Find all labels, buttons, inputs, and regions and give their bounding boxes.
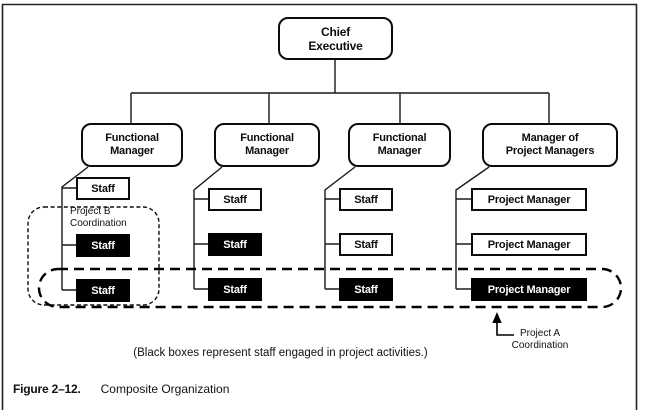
figure-caption: Figure 2–12. Composite Organization <box>13 382 229 396</box>
diagram-frame-border <box>1 3 638 410</box>
org-box-functional-manager-3: Functional Manager <box>348 123 451 167</box>
project-a-coordination-label: Project A Coordination <box>511 328 569 351</box>
org-box-staff: Staff <box>76 177 130 200</box>
column3-connector-lines <box>324 166 356 290</box>
org-box-staff: Staff <box>339 188 393 211</box>
org-box-project-manager: Project Manager <box>471 188 587 211</box>
column2-connector-lines <box>193 166 223 290</box>
column1-connector-lines <box>61 166 89 291</box>
org-box-project-manager: Project Manager <box>471 278 587 301</box>
org-box-staff: Staff <box>208 188 262 211</box>
figure-title: Composite Organization <box>100 382 230 396</box>
org-box-chief-executive: Chief Executive <box>278 17 393 60</box>
org-box-functional-manager-2: Functional Manager <box>214 123 320 167</box>
org-box-manager-of-project-managers: Manager of Project Managers <box>482 123 618 167</box>
org-box-staff: Staff <box>339 278 393 301</box>
org-box-staff: Staff <box>208 233 262 256</box>
org-box-staff: Staff <box>76 279 130 302</box>
project-a-pointer-line <box>496 322 514 336</box>
org-box-staff: Staff <box>76 234 130 257</box>
up-arrowhead-icon <box>492 312 502 323</box>
project-b-coordination-label: Project B Coordination <box>70 206 127 229</box>
hierarchy-connector-lines <box>130 60 550 123</box>
org-box-functional-manager-1: Functional Manager <box>81 123 183 167</box>
project-b-boundary <box>27 206 160 306</box>
org-box-project-manager: Project Manager <box>471 233 587 256</box>
org-box-staff: Staff <box>339 233 393 256</box>
org-box-staff: Staff <box>208 278 262 301</box>
column4-connector-lines <box>455 166 490 290</box>
figure-number-label: Figure 2–12. <box>13 382 81 396</box>
black-boxes-note: (Black boxes represent staff engaged in … <box>133 347 428 359</box>
project-a-boundary <box>37 267 623 309</box>
